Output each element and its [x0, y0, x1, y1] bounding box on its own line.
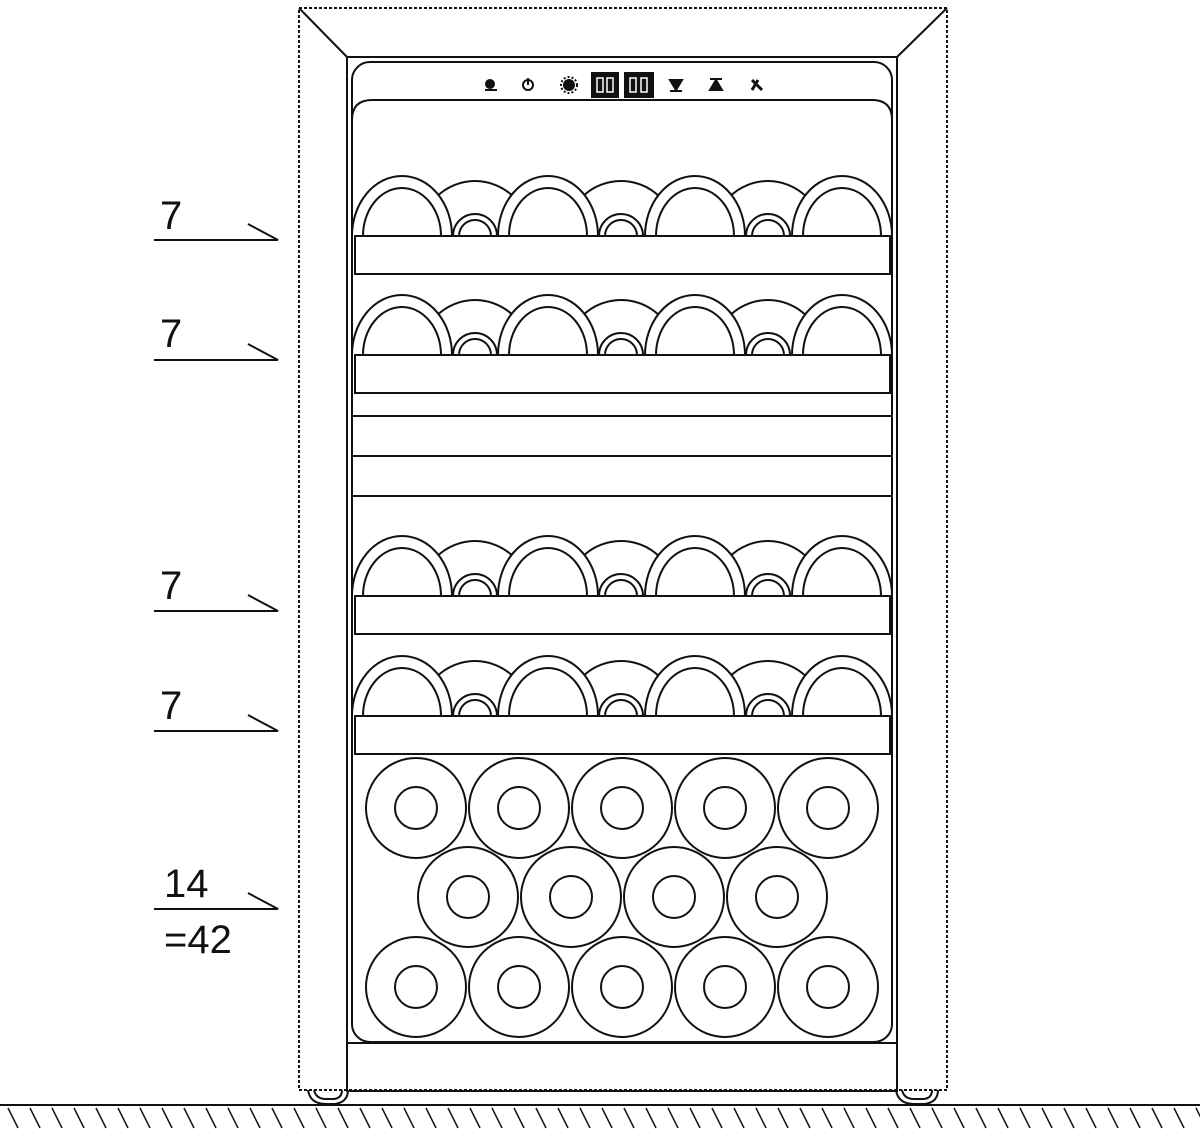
rack-bottle: [571, 936, 673, 1038]
shelf-4: [351, 655, 893, 755]
label-pointer: [154, 223, 279, 241]
shelves: [351, 175, 893, 755]
shelf-rail: [354, 595, 891, 635]
rack-bottle: [623, 846, 725, 948]
label-pointer: [154, 892, 279, 910]
label-arrows: [154, 223, 279, 910]
down-arrow-icon[interactable]: [668, 79, 684, 92]
rack-bottle: [365, 757, 467, 859]
control-panel: [485, 72, 764, 98]
light-icon[interactable]: [485, 79, 497, 91]
shelf-3: [351, 535, 893, 635]
bottle-base: [497, 655, 599, 717]
bottle-base: [644, 294, 746, 356]
total-count: =42: [164, 918, 232, 962]
shelf-rail: [354, 715, 891, 755]
shelf-rail: [354, 354, 891, 394]
rack-bottle: [365, 936, 467, 1038]
shelf-4-count: 7: [160, 684, 183, 728]
sun-icon[interactable]: [560, 76, 578, 94]
bottle-base: [791, 655, 893, 717]
rack-bottle: [520, 846, 622, 948]
door-frame: [346, 56, 898, 1092]
rack-bottle: [468, 757, 570, 859]
bottle-base: [644, 535, 746, 597]
label-pointer: [154, 714, 279, 732]
shelf-1-count: 7: [160, 194, 183, 238]
temperature-display-left: [591, 72, 619, 98]
floor-hatching: [7, 1107, 1200, 1129]
bottle-base: [497, 535, 599, 597]
bottle-base: [791, 294, 893, 356]
bottle-base: [497, 175, 599, 237]
shelf-2: [351, 294, 893, 394]
rack-bottle: [674, 936, 776, 1038]
rack-bottle: [417, 846, 519, 948]
bottle-base: [644, 655, 746, 717]
bottle-base: [644, 175, 746, 237]
rack-bottle: [674, 757, 776, 859]
shelf-2-count: 7: [160, 312, 183, 356]
rack-bottle: [726, 846, 828, 948]
rack-bottle: [468, 936, 570, 1038]
bottle-base: [351, 535, 453, 597]
zone-icon[interactable]: [750, 78, 764, 92]
rack-bottle: [777, 757, 879, 859]
label-pointer: [154, 343, 279, 361]
rack-bottle: [777, 936, 879, 1038]
bottle-base: [351, 655, 453, 717]
shelf-1: [351, 175, 893, 275]
rack-bottle: [571, 757, 673, 859]
bottom-rack-count: 14: [164, 862, 209, 906]
power-icon[interactable]: [522, 78, 534, 91]
bottom-rack: [365, 757, 879, 1038]
zone-divider: [351, 415, 893, 457]
shelf-3-count: 7: [160, 564, 183, 608]
bottle-base: [351, 294, 453, 356]
temperature-display-right: [624, 72, 654, 98]
bottle-base: [497, 294, 599, 356]
bottle-base: [351, 175, 453, 237]
up-arrow-icon[interactable]: [708, 78, 724, 91]
shelf-rail: [354, 235, 891, 275]
bottle-base: [791, 175, 893, 237]
label-pointer: [154, 594, 279, 612]
bottle-base: [791, 535, 893, 597]
